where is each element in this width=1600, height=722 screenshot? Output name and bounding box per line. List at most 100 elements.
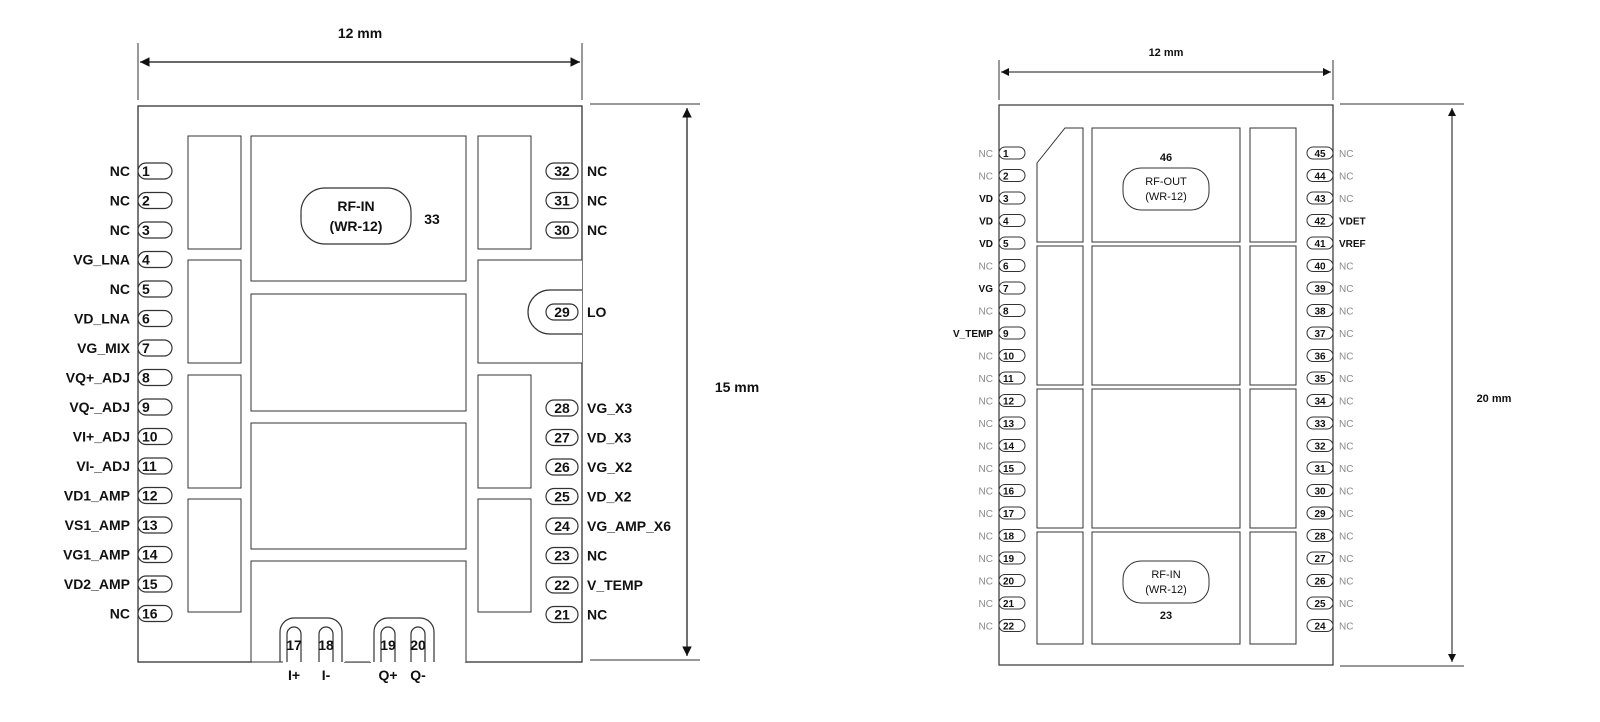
pin-number: 20 (1003, 577, 1015, 588)
pin-label: VD2_AMP (64, 576, 130, 592)
pin-label: NC (1339, 262, 1353, 273)
pin-number: 34 (1314, 397, 1326, 408)
pin: 8NC (979, 304, 1026, 318)
pin-label: NC (110, 222, 130, 238)
pin-pad (137, 309, 173, 328)
pin-number: 24 (1314, 622, 1326, 633)
pin-pad (1306, 349, 1334, 362)
pin-label: NC (1339, 577, 1353, 588)
pin-number: 8 (142, 370, 150, 386)
pin-label: VG_X3 (587, 400, 632, 416)
pin-number: 8 (1003, 307, 1009, 318)
pin-number: 1 (1003, 149, 1009, 160)
bottom-pin: 17I+ (286, 626, 302, 683)
pin-label: NC (979, 577, 993, 588)
pin-pad (137, 457, 173, 475)
pin-label: NC (979, 374, 993, 385)
pin-pad (545, 487, 579, 506)
pin-label: NC (979, 352, 993, 363)
pin-number: 26 (554, 459, 570, 475)
pad-block (187, 259, 242, 364)
pin-number: 23 (554, 548, 570, 564)
bottom-pin-number: 18 (318, 637, 334, 653)
lo-pin-label: LO (587, 304, 607, 320)
bottom-pin-label: Q- (410, 667, 426, 683)
pin-label: VD_X2 (587, 489, 632, 505)
pin-number: 45 (1314, 149, 1326, 160)
pin-label: NC (1339, 532, 1353, 543)
pin: 2NC (110, 191, 173, 210)
pin-pad (137, 221, 173, 239)
center-block (250, 293, 467, 412)
pin-number: 6 (142, 311, 150, 327)
pin-pad (137, 545, 173, 564)
pad-block (1036, 245, 1084, 386)
pin-number: 33 (1314, 419, 1326, 430)
pin-number: 27 (554, 430, 570, 446)
rf-out-pin-number: 46 (1160, 152, 1172, 164)
pin-label: NC (1339, 374, 1353, 385)
pin-pad (1306, 439, 1334, 452)
pin-pad (998, 551, 1026, 565)
pin-pad (998, 619, 1026, 632)
pin-label: VD_LNA (74, 311, 130, 327)
pin-label: NC (1339, 194, 1353, 205)
pin-number: 6 (1003, 262, 1009, 273)
bottom-pin-pad (380, 626, 396, 662)
pin-number: 5 (142, 281, 150, 297)
bottom-pin-pad (410, 626, 426, 662)
pin-label: NC (587, 607, 607, 623)
pin-pad (1306, 169, 1334, 182)
pin: 9V_TEMP (953, 326, 1026, 340)
pin-label: NC (1339, 329, 1353, 340)
pin-number: 31 (554, 193, 570, 209)
pin-number: 2 (142, 193, 150, 209)
pin-number: 21 (554, 607, 570, 623)
pin-number: 29 (1314, 509, 1326, 520)
pin-pad (998, 236, 1026, 250)
pin-pad (1306, 394, 1334, 407)
pin-number: 11 (142, 458, 157, 474)
pin-label: VQ-_ADJ (69, 399, 130, 415)
pin-label: VG_AMP_X6 (587, 518, 671, 534)
pad-block (187, 135, 242, 250)
pin-pad (998, 439, 1026, 452)
pin-pad (998, 461, 1026, 475)
pin-pad (137, 162, 173, 180)
pad-block (187, 498, 242, 613)
pad-block (1036, 388, 1084, 529)
height-dimension-label: 20 mm (1477, 393, 1512, 405)
pad-block (477, 135, 532, 250)
pin-number: 32 (1314, 442, 1326, 453)
pin-label: VD (979, 217, 993, 228)
pin: 1NC (979, 146, 1026, 160)
pin-label: VS1_AMP (65, 517, 130, 533)
pin-pad (1306, 574, 1334, 587)
pad-block (477, 374, 532, 489)
rf-in-pin-number: 23 (1160, 610, 1172, 622)
pin-pad (1306, 259, 1334, 272)
pin-number: 39 (1314, 284, 1326, 295)
left-side-pins: 1NC2NC3NC4VG_LNA5NC6VD_LNA7VG_MIX8VQ+_AD… (63, 162, 173, 623)
pin-pad (545, 605, 579, 624)
pad-block (1036, 531, 1084, 645)
pin-pad (137, 486, 173, 505)
pin-label: NC (587, 193, 607, 209)
pin-label: NC (979, 622, 993, 633)
pin: 3NC (110, 221, 173, 239)
pad-block (1249, 388, 1297, 529)
